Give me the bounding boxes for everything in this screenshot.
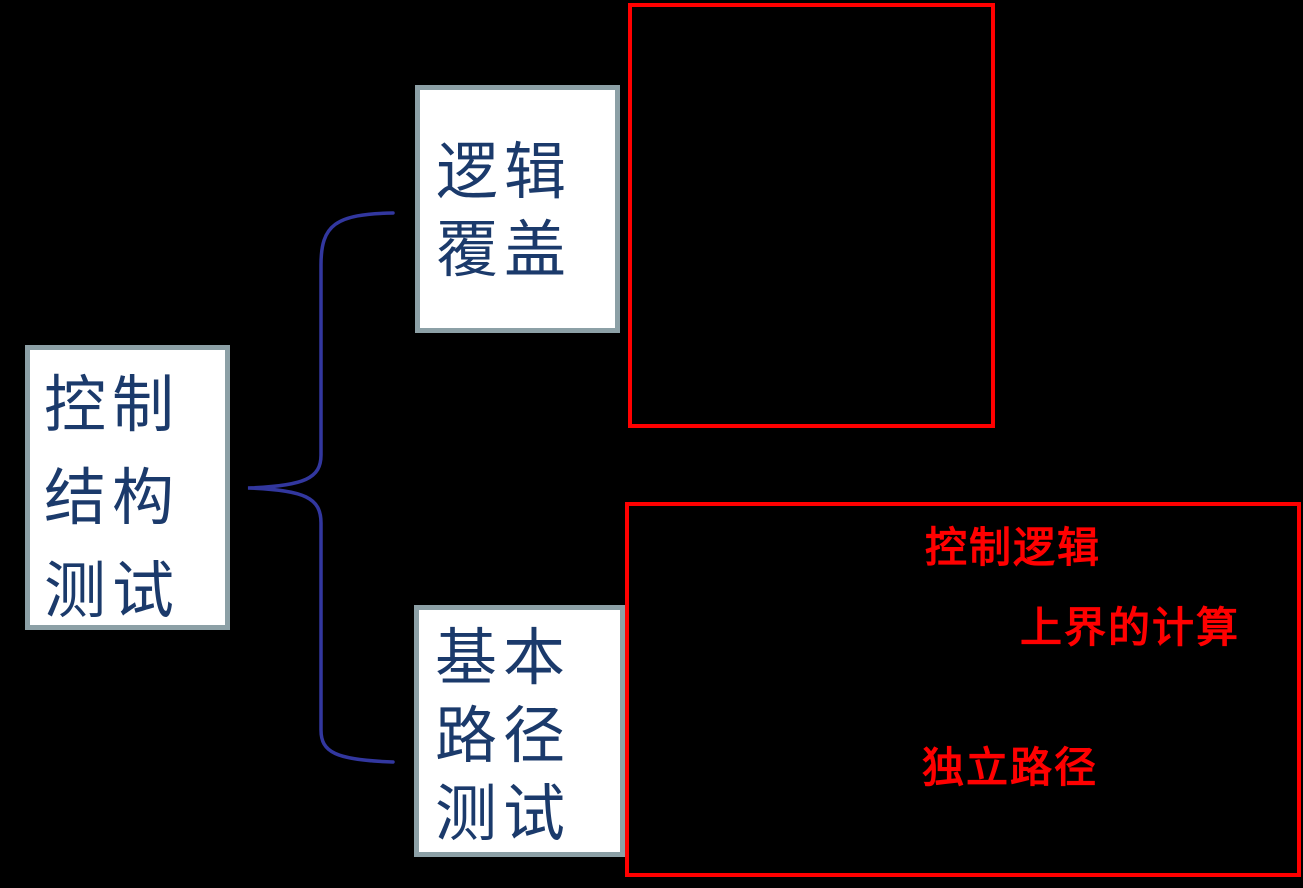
- label-independent-paths: 独立路径: [922, 746, 1099, 792]
- root-box-line-1: 控制: [44, 372, 181, 440]
- basis-path-line-1: 基本: [435, 625, 572, 693]
- label-upper-bound-calculation: 上界的计算: [1020, 606, 1241, 652]
- logic-coverage-line-1: 逻辑: [436, 139, 573, 207]
- logic-coverage-line-2: 覆盖: [436, 217, 573, 285]
- basis-path-line-3: 测试: [435, 781, 572, 849]
- label-control-logic: 控制逻辑: [925, 526, 1102, 572]
- red-panel-top: [628, 3, 995, 428]
- box-logic-coverage: 逻辑 覆盖: [415, 85, 620, 333]
- root-box-line-3: 测试: [44, 558, 181, 626]
- red-panel-bottom: [625, 502, 1301, 877]
- brace-connector: [247, 211, 395, 764]
- root-box-control-structure-testing: 控制 结构 测试: [25, 345, 230, 630]
- brace-path: [247, 211, 395, 764]
- root-box-line-2: 结构: [44, 465, 181, 533]
- basis-path-line-2: 路径: [435, 703, 572, 771]
- box-basis-path-testing: 基本 路径 测试: [414, 605, 625, 857]
